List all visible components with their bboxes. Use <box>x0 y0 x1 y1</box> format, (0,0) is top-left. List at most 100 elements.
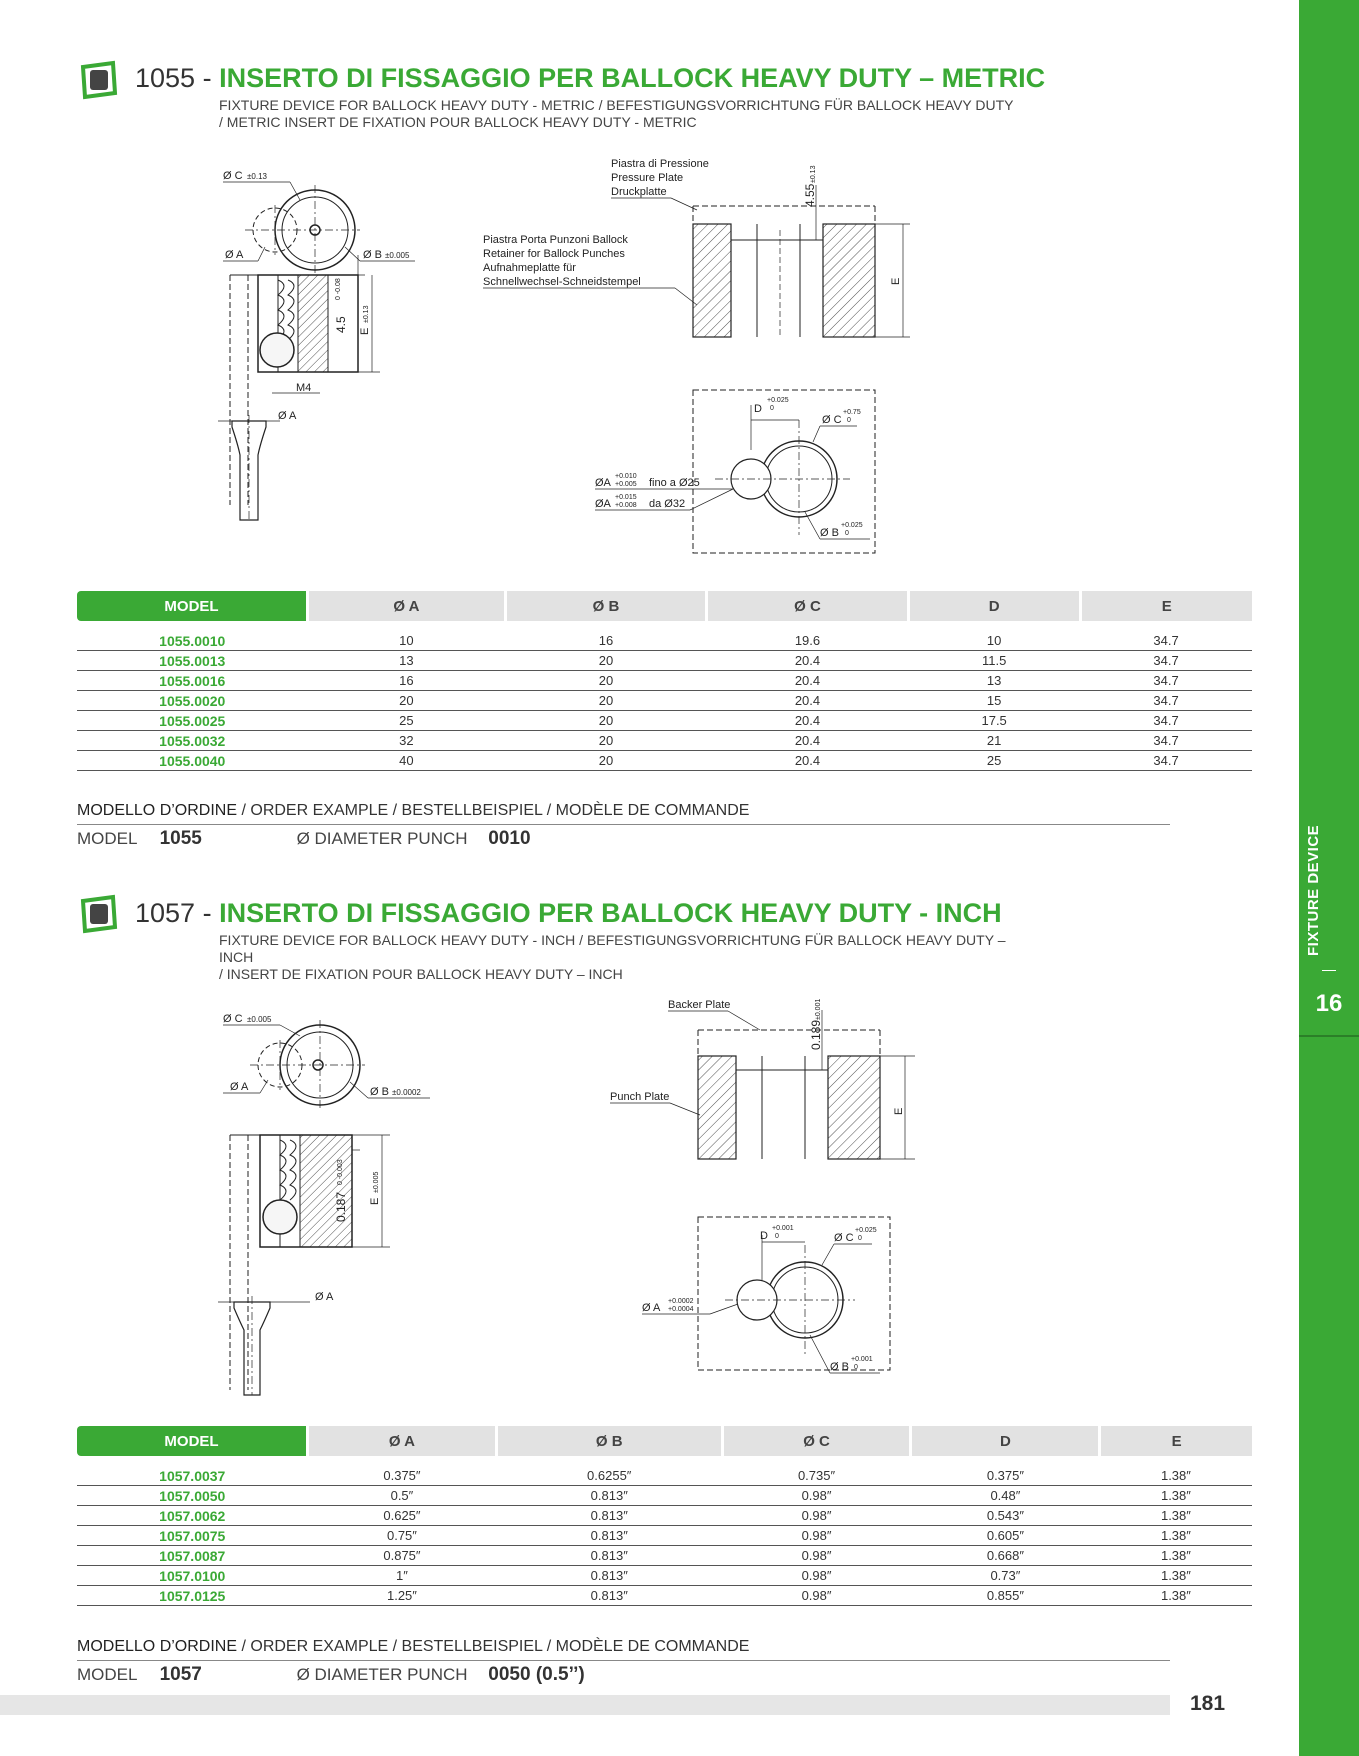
s2-b-tol-bot: 0 <box>854 1364 858 1371</box>
cell-e: 1.38″ <box>1099 1545 1252 1566</box>
model-code[interactable]: 1055.0016 <box>77 670 308 691</box>
table-row: 1057.0075 0.75″ 0.813″ 0.98″ 0.605″ 1.38… <box>77 1525 1252 1546</box>
s2-col-model: MODEL <box>77 1426 308 1456</box>
s2-order-title-rest: / ORDER EXAMPLE / BESTELLBEISPIEL / MODÈ… <box>237 1638 750 1655</box>
cell-c: 20.4 <box>706 750 909 771</box>
cell-b: 0.813″ <box>496 1545 723 1566</box>
cell-e: 34.7 <box>1080 710 1252 731</box>
model-code[interactable]: 1055.0032 <box>77 730 308 751</box>
section1-order-title: MODELLO D’ORDINE / ORDER EXAMPLE / BESTE… <box>77 802 749 820</box>
s2-col-e: E <box>1098 1426 1252 1456</box>
s1-pressure-plate-en: Pressure Plate <box>611 172 683 184</box>
s1-a2-label: ØA <box>595 498 612 510</box>
s1-col-e: E <box>1078 591 1252 621</box>
s1-phi-a-label: Ø A <box>225 249 244 261</box>
model-code[interactable]: 1057.0100 <box>77 1565 308 1586</box>
s1-punch-label: Ø DIAMETER PUNCH <box>296 829 468 848</box>
s1-dim-e-tol: ±0.13 <box>363 305 370 323</box>
section2-table: MODEL Ø A Ø B Ø C D E 1057.0037 0.375″ 0… <box>77 1426 1252 1606</box>
model-code[interactable]: 1057.0037 <box>77 1466 308 1486</box>
cell-d: 15 <box>908 690 1081 711</box>
section2-title: 1057 - INSERTO DI FISSAGGIO PER BALLOCK … <box>135 898 1002 929</box>
cell-a: 40 <box>307 750 506 771</box>
section2-subtitle-line1: FIXTURE DEVICE FOR BALLOCK HEAVY DUTY - … <box>219 932 1006 965</box>
s1-model-label: MODEL <box>77 829 137 848</box>
section1-table: MODEL Ø A Ø B Ø C D E 1055.0010 10 16 19… <box>77 591 1252 771</box>
cell-e: 34.7 <box>1080 650 1252 671</box>
s1-a1-label: ØA <box>595 477 612 489</box>
s1-phi-c-label: Ø C <box>223 170 243 182</box>
cell-e: 1.38″ <box>1099 1466 1252 1486</box>
cell-a: 1.25″ <box>307 1585 497 1606</box>
s2-col-a: Ø A <box>306 1426 497 1456</box>
model-code[interactable]: 1055.0020 <box>77 690 308 711</box>
s1-phi-a2-label: Ø A <box>278 410 297 422</box>
s2-dim-187-tol: 0 -0.003 <box>337 1159 344 1185</box>
s2-c-tol-top: +0.025 <box>855 1227 877 1234</box>
model-code[interactable]: 1057.0050 <box>77 1485 308 1506</box>
model-code[interactable]: 1057.0062 <box>77 1505 308 1526</box>
cell-b: 0.813″ <box>496 1565 723 1586</box>
cell-e: 34.7 <box>1080 730 1252 751</box>
cell-c: 20.4 <box>706 650 909 671</box>
cell-a: 1″ <box>307 1565 497 1586</box>
model-code[interactable]: 1055.0013 <box>77 650 308 671</box>
section2-order-title: MODELLO D’ORDINE / ORDER EXAMPLE / BESTE… <box>77 1638 749 1656</box>
s1-phi-c-tol: ±0.13 <box>247 172 268 181</box>
s1-a2-note: da Ø32 <box>649 498 685 510</box>
model-code[interactable]: 1055.0025 <box>77 710 308 731</box>
cell-d: 10 <box>908 631 1081 651</box>
cell-e: 34.7 <box>1080 670 1252 691</box>
cell-c: 19.6 <box>706 631 909 651</box>
s2-punch-value: 0050 (0.5’’) <box>488 1664 585 1685</box>
s1-c-label: Ø C <box>822 414 842 426</box>
cell-b: 0.813″ <box>496 1505 723 1526</box>
s2-a-tol-bot: +0.0004 <box>668 1306 694 1313</box>
cell-e: 34.7 <box>1080 690 1252 711</box>
side-tab-label[interactable]: FIXTURE DEVICE <box>1305 824 1322 956</box>
s1-retainer-de2: Schnellwechsel-Schneidstempel <box>483 276 641 288</box>
section2-insert-drawing: Ø C ±0.005 Ø A Ø B ±0.0002 0.187 0 -0.00… <box>218 1013 430 1396</box>
section1-number: 1055 - <box>135 63 220 93</box>
section1-plate-drawing: Piastra di Pressione Pressure Plate Druc… <box>483 158 910 554</box>
section2-plate-drawing: Backer Plate 0.189 ±0.001 E Punch Plate … <box>610 999 915 1374</box>
cell-d: 0.855″ <box>910 1585 1100 1606</box>
cell-b: 16 <box>505 631 707 651</box>
s2-b-label: Ø B <box>830 1361 849 1373</box>
model-code[interactable]: 1057.0087 <box>77 1545 308 1566</box>
s1-a1-tol-top: +0.010 <box>615 473 637 480</box>
s1-retainer-it: Piastra Porta Punzoni Ballock <box>483 234 628 246</box>
cell-d: 0.668″ <box>910 1545 1100 1566</box>
page-number: 181 <box>1190 1692 1226 1715</box>
s2-c-label: Ø C <box>834 1232 854 1244</box>
table-row: 1057.0100 1″ 0.813″ 0.98″ 0.73″ 1.38″ <box>77 1565 1252 1586</box>
cell-a: 16 <box>307 670 506 691</box>
section1-order-rule <box>77 824 1170 825</box>
s2-phi-c-label: Ø C <box>223 1013 243 1025</box>
s1-dim-455-tol: ±0.13 <box>810 165 817 183</box>
cell-d: 25 <box>908 750 1081 771</box>
cell-c: 20.4 <box>706 710 909 731</box>
table-row: 1055.0025 25 20 20.4 17.5 34.7 <box>77 710 1252 731</box>
s1-m4-label: M4 <box>296 382 311 394</box>
s1-d-label: D <box>754 403 762 415</box>
model-code[interactable]: 1055.0040 <box>77 750 308 771</box>
model-code[interactable]: 1057.0075 <box>77 1525 308 1546</box>
s1-order-title-rest: / ORDER EXAMPLE / BESTELLBEISPIEL / MODÈ… <box>237 802 750 819</box>
model-code[interactable]: 1057.0125 <box>77 1585 308 1606</box>
side-tab-number: 16 <box>1315 990 1343 1017</box>
table-row: 1057.0087 0.875″ 0.813″ 0.98″ 0.668″ 1.3… <box>77 1545 1252 1566</box>
table-row: 1055.0020 20 20 20.4 15 34.7 <box>77 690 1252 711</box>
table-row: 1057.0050 0.5″ 0.813″ 0.98″ 0.48″ 1.38″ <box>77 1485 1252 1506</box>
s2-col-d: D <box>909 1426 1100 1456</box>
s1-col-d: D <box>906 591 1081 621</box>
section1-subtitle: FIXTURE DEVICE FOR BALLOCK HEAVY DUTY - … <box>219 97 1039 131</box>
s2-a-label: Ø A <box>642 1302 661 1314</box>
s2-punch-plate: Punch Plate <box>610 1091 669 1103</box>
cell-c: 0.735″ <box>722 1466 911 1486</box>
s1-a2-tol-top: +0.015 <box>615 494 637 501</box>
section2-subtitle: FIXTURE DEVICE FOR BALLOCK HEAVY DUTY - … <box>219 932 1039 983</box>
section2-title-text: INSERTO DI FISSAGGIO PER BALLOCK HEAVY D… <box>219 898 1002 928</box>
footer-bar <box>0 1695 1170 1715</box>
model-code[interactable]: 1055.0010 <box>77 631 308 651</box>
